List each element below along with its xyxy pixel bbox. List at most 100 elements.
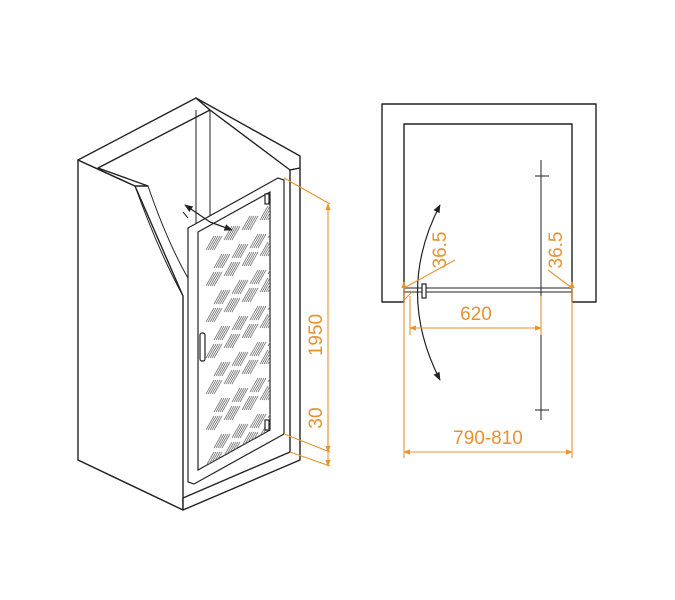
- glass-streak: [215, 253, 225, 269]
- glass-streak: [251, 269, 261, 285]
- glass-streak: [215, 289, 225, 305]
- glass-streak: [221, 289, 231, 305]
- glass-streak: [267, 295, 270, 311]
- glass-streak: [209, 343, 219, 359]
- swing-tick: [182, 211, 189, 219]
- glass-streak: [213, 415, 223, 431]
- dim-total-width: 790-810: [403, 296, 573, 458]
- glass-streak: [231, 405, 241, 421]
- glass-streak: [267, 313, 270, 329]
- glass-streak: [205, 451, 215, 467]
- swing-arrow-out: [184, 204, 211, 223]
- glass-streak: [267, 223, 270, 239]
- glass-streak: [231, 369, 241, 385]
- glass-streak: [251, 341, 261, 357]
- glass-streak: [245, 359, 255, 375]
- glass-streak: [241, 215, 251, 231]
- glass-streak: [237, 243, 247, 259]
- glass-streak: [267, 403, 270, 419]
- glass-streak: [223, 441, 233, 457]
- glass-streak: [227, 225, 237, 241]
- left-wall-curve-outer: [134, 185, 184, 297]
- glass-streak: [259, 313, 269, 329]
- glass-streak: [205, 235, 215, 251]
- glass-streak: [225, 261, 235, 277]
- dim-offset-right: 36.5: [546, 232, 575, 298]
- glass-streak: [219, 361, 229, 377]
- glass-streak: [249, 323, 259, 339]
- glass-streak: [213, 253, 223, 269]
- glass-streak: [239, 279, 249, 295]
- glass-streak: [219, 325, 229, 341]
- glass-streak: [205, 271, 215, 287]
- glass-streak: [231, 333, 241, 349]
- glass-streak: [229, 261, 239, 277]
- glass-streak: [255, 449, 265, 465]
- glass-streak: [213, 307, 223, 323]
- glass-streak: [241, 287, 251, 303]
- glass-streak: [231, 315, 241, 331]
- glass-streak: [261, 241, 270, 257]
- glass-streak: [205, 415, 215, 431]
- glass-streak: [253, 449, 263, 465]
- glass-streak: [253, 269, 263, 285]
- glass-streak: [267, 385, 270, 401]
- glass-streak: [231, 279, 241, 295]
- glass-streak: [272, 440, 280, 454]
- glass-streak: [267, 331, 270, 347]
- glass-streak: [241, 395, 251, 411]
- glass-streak: [213, 325, 223, 341]
- glass-streak: [227, 333, 237, 349]
- glass-streak: [247, 395, 257, 411]
- glass-streak: [267, 205, 270, 221]
- glass-streak: [245, 251, 255, 267]
- glass-streak: [223, 261, 233, 277]
- glass-streak: [207, 451, 217, 467]
- offset-right-label: 36.5: [546, 232, 567, 269]
- glass-streak: [253, 305, 263, 321]
- glass-streak: [211, 379, 221, 395]
- glass-streak: [233, 243, 243, 259]
- glass-streak: [211, 271, 221, 287]
- glass-streak: [251, 233, 261, 249]
- glass-streak: [231, 423, 241, 439]
- glass-streak: [217, 361, 227, 377]
- glass-streak: [211, 235, 221, 251]
- glass-streak: [255, 233, 265, 249]
- glass-streak: [267, 277, 270, 293]
- glass-streak: [221, 361, 231, 377]
- glass-streak: [251, 377, 261, 393]
- glass-streak: [239, 387, 249, 403]
- glass-streak: [249, 215, 259, 231]
- glass-streak: [253, 377, 263, 393]
- glass-streak: [207, 271, 217, 287]
- glass-streak: [265, 385, 270, 401]
- glass-streak: [276, 440, 284, 454]
- glass-streak: [219, 289, 229, 305]
- glass-streak: [225, 441, 235, 457]
- door-glass-panel: [197, 190, 271, 472]
- glass-streak: [253, 233, 263, 249]
- glass-streak: [221, 397, 231, 413]
- glass-streak: [209, 415, 219, 431]
- glass-streak: [243, 287, 253, 303]
- glass-streak: [243, 359, 253, 375]
- glass-streak: [215, 325, 225, 341]
- glass-streak: [213, 433, 223, 449]
- glass-streak: [233, 279, 243, 295]
- glass-streak: [213, 397, 223, 413]
- glass-streak: [249, 341, 259, 357]
- glass-streak: [261, 385, 270, 401]
- glass-streak: [209, 307, 219, 323]
- glass-streak: [205, 379, 215, 395]
- glass-streak: [274, 440, 282, 454]
- top-view: 36.5 36.5 620 790-810: [381, 103, 597, 458]
- glass-streak: [235, 423, 245, 439]
- glass-streak: [229, 225, 239, 241]
- glass-streak: [235, 243, 245, 259]
- glass-streak: [263, 241, 270, 257]
- glass-streak: [225, 369, 235, 385]
- glass-streak: [245, 215, 255, 231]
- glass-streak: [219, 397, 229, 413]
